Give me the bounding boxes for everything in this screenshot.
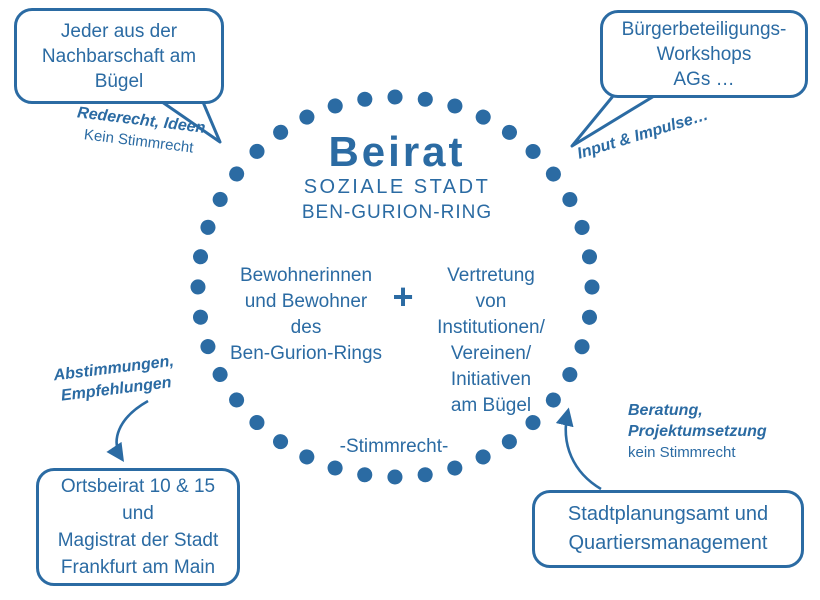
group-line: des xyxy=(290,317,322,338)
members-institutions-group: Vertretung von Institutionen/ Vereinen/ … xyxy=(437,263,545,419)
group-line: Bewohnerinnen xyxy=(239,265,373,286)
circle-subtitle-1: SOZIALE STADT xyxy=(303,176,491,198)
curved-arrow-up-icon xyxy=(555,407,602,491)
annotation-emphasis: Projektumsetzung xyxy=(628,423,767,440)
plus-sign: + xyxy=(392,276,414,317)
callout-line: Magistrat der Stadt xyxy=(57,530,219,551)
group-line: Ben-Gurion-Rings xyxy=(229,343,383,364)
annotation-beratung: Beratung, Projektumsetzung kein Stimmrec… xyxy=(628,400,767,463)
callout-line: und xyxy=(122,503,154,524)
annotation-emphasis: Beratung, xyxy=(628,402,703,419)
callout-text: Jeder aus der Nachbarschaft am Bügel xyxy=(42,19,196,94)
callout-workshops: Bürgerbeteiligungs- Workshops AGs … xyxy=(600,10,808,98)
annotation-note: kein Stimmrecht xyxy=(628,444,736,461)
callout-line: Ortsbeirat 10 & 15 xyxy=(60,476,216,497)
callout-text: Ortsbeirat 10 & 15 und Magistrat der Sta… xyxy=(58,473,219,581)
group-line: von xyxy=(475,291,507,312)
callout-line: Nachbarschaft am xyxy=(41,45,197,67)
callout-line: Quartiersmanagement xyxy=(568,532,768,554)
group-line: am Bügel xyxy=(450,395,532,416)
callout-line: Bürgerbeteiligungs- xyxy=(621,18,787,40)
callout-line: Bügel xyxy=(94,70,144,92)
callout-ortsbeirat: Ortsbeirat 10 & 15 und Magistrat der Sta… xyxy=(36,468,240,586)
circle-footer-stimmrecht: -Stimmrecht- xyxy=(339,436,449,457)
group-line: Vertretung xyxy=(447,265,535,286)
group-line: Institutionen/ xyxy=(437,317,545,338)
group-line: Vereinen/ xyxy=(450,343,532,364)
group-line: Initiativen xyxy=(450,369,532,390)
callout-stadtplanungsamt: Stadtplanungsamt und Quartiersmanagement xyxy=(532,490,804,568)
callout-line: Stadtplanungsamt und xyxy=(567,503,769,525)
curved-arrow-down-icon xyxy=(106,399,149,463)
dotted-circle xyxy=(190,89,600,485)
callout-line: Frankfurt am Main xyxy=(60,557,216,578)
circle-subtitle-2: BEN-GURION-RING xyxy=(301,202,493,223)
callout-line: AGs … xyxy=(673,68,735,90)
callout-line: Workshops xyxy=(656,43,752,65)
callout-text: Stadtplanungsamt und Quartiersmanagement xyxy=(568,500,768,558)
callout-line: Jeder aus der xyxy=(60,20,178,42)
callout-neighbourhood: Jeder aus der Nachbarschaft am Bügel xyxy=(14,8,224,104)
callout-text: Bürgerbeteiligungs- Workshops AGs … xyxy=(622,17,787,92)
circle-title: Beirat xyxy=(328,128,466,175)
members-residents-group: Bewohnerinnen und Bewohner des Ben-Gurio… xyxy=(230,263,382,367)
group-line: und Bewohner xyxy=(244,291,368,312)
